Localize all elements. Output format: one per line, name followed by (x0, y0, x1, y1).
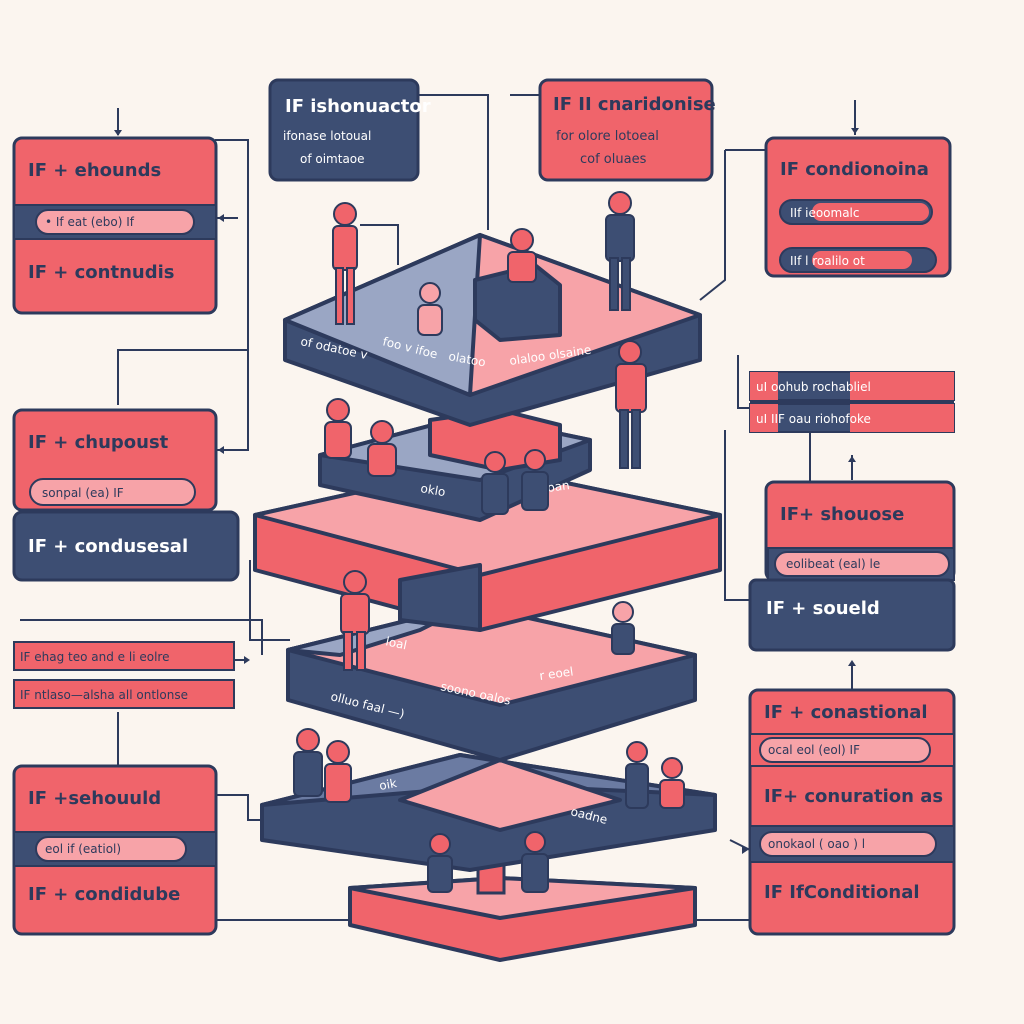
top-box-line: cof oluaes (580, 152, 647, 167)
person-icon (660, 758, 684, 808)
box-pill: eolibeat (eal) le (786, 557, 880, 571)
box-pill: • If eat (ebo) If (45, 215, 135, 229)
person-icon (522, 450, 548, 510)
arrow-down-icon (114, 130, 122, 136)
person-icon (626, 742, 648, 808)
top-box-line: ifonase lotoual (283, 129, 371, 143)
person-icon (294, 729, 322, 796)
box-pill: eol if (eatiol) (45, 842, 121, 856)
box-mid: IF+ conuration as (764, 786, 943, 807)
person-icon (418, 283, 442, 335)
top-box-line: IF II cnaridonise (553, 94, 716, 115)
right-box-3: IF+ shouose eolibeat (eal) le IF + souel… (750, 482, 954, 650)
person-icon (325, 741, 351, 802)
box-footer: IF + condidube (28, 884, 180, 905)
person-icon (522, 832, 548, 892)
left-box-2: IF + chupoust sonpal (ea) IF IF + condus… (14, 410, 238, 580)
left-box-4: IF +sehouuld eol if (eatiol) IF + condid… (14, 766, 216, 934)
box-title: IF + chupoust (28, 432, 169, 453)
person-icon (368, 421, 396, 476)
person-icon (325, 399, 351, 458)
top-box-line: for olore lotoeal (556, 129, 659, 144)
top-box-line: IF ishonuactor (285, 96, 431, 117)
box-title: IF+ shouose (780, 504, 904, 525)
top-box-1: IF ishonuactor ifonase lotoual of oimtao… (270, 80, 431, 180)
arrow-left-icon (218, 214, 224, 222)
person-icon (482, 452, 508, 514)
box-footer: IF + condusesal (28, 536, 188, 557)
box-pill: sonpal (ea) IF (42, 486, 124, 500)
box-pill: IIf l roalilo ot (790, 254, 865, 268)
box-pill: IIf ieoomalc (790, 206, 860, 220)
arrow-down-icon (851, 128, 859, 134)
person-icon (508, 229, 536, 282)
person-icon (428, 834, 452, 892)
box-title: IF + ehounds (28, 160, 161, 181)
arrow-up-icon (848, 456, 856, 462)
right-box-1: IF condionoina IIf ieoomalc IIf l roalil… (766, 138, 950, 276)
left-box-1: IF + ehounds • If eat (ebo) If IF + cont… (14, 138, 216, 313)
box-title: IF condionoina (780, 159, 929, 180)
person-icon (612, 602, 634, 654)
box-pill: ocal eol (eol) IF (768, 743, 860, 757)
arrow-right-icon (244, 656, 250, 664)
arrow-up-icon (848, 660, 856, 666)
box-footer: IF IfConditional (764, 882, 920, 903)
box-footer: IF + soueld (766, 598, 880, 619)
top-box-2: IF II cnaridonise for olore lotoeal cof … (540, 80, 716, 180)
arrow-left-icon (218, 446, 224, 454)
left-box-3: IF ehag teo and e li eolre IF ntlaso—als… (14, 642, 234, 708)
box-title: IF + conastional (764, 702, 928, 723)
top-box-line: of oimtaoe (300, 152, 365, 166)
box-pill: onokaol ( oao ) l (768, 837, 865, 851)
right-box-2-bottom-strip: uI IIF oau riohofoke (750, 404, 954, 432)
box-title: IF +sehouuld (28, 788, 161, 809)
right-box-4: IF + conastional ocal eol (eol) IF IF+ c… (750, 690, 954, 934)
strip-text: IF ehag teo and e li eolre (20, 650, 169, 664)
platform-stack: of odatoe v foo v ifoe olatoo olaloo ols… (255, 235, 720, 960)
box-footer: IF + contnudis (28, 262, 174, 283)
strip-text: uI IIF oau riohofoke (756, 412, 871, 426)
strip-text: IF ntlaso—alsha all ontlonse (20, 688, 188, 702)
